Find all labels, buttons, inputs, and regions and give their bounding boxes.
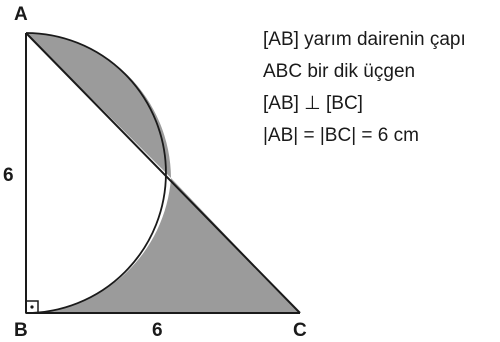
vertex-label-b: B bbox=[14, 320, 28, 341]
side-label-ab: 6 bbox=[3, 165, 14, 186]
semicircle-arc bbox=[25, 32, 167, 314]
info-line-lengths: |AB| = |BC| = 6 cm bbox=[263, 125, 419, 146]
vertex-label-a: A bbox=[14, 4, 28, 25]
problem-info: [AB] yarım dairenin çapı ABC bir dik üçg… bbox=[263, 24, 466, 152]
info-line-diameter: [AB] yarım dairenin çapı bbox=[263, 29, 466, 50]
info-line-perpendicular: [AB] ⊥ [BC] bbox=[263, 93, 363, 114]
right-angle-dot bbox=[30, 305, 34, 309]
info-line-triangle: ABC bir dik üçgen bbox=[263, 61, 416, 82]
side-ac bbox=[25, 32, 301, 314]
side-label-bc: 6 bbox=[152, 320, 163, 341]
right-angle-marker bbox=[25, 300, 39, 314]
vertex-label-c: C bbox=[293, 320, 307, 341]
